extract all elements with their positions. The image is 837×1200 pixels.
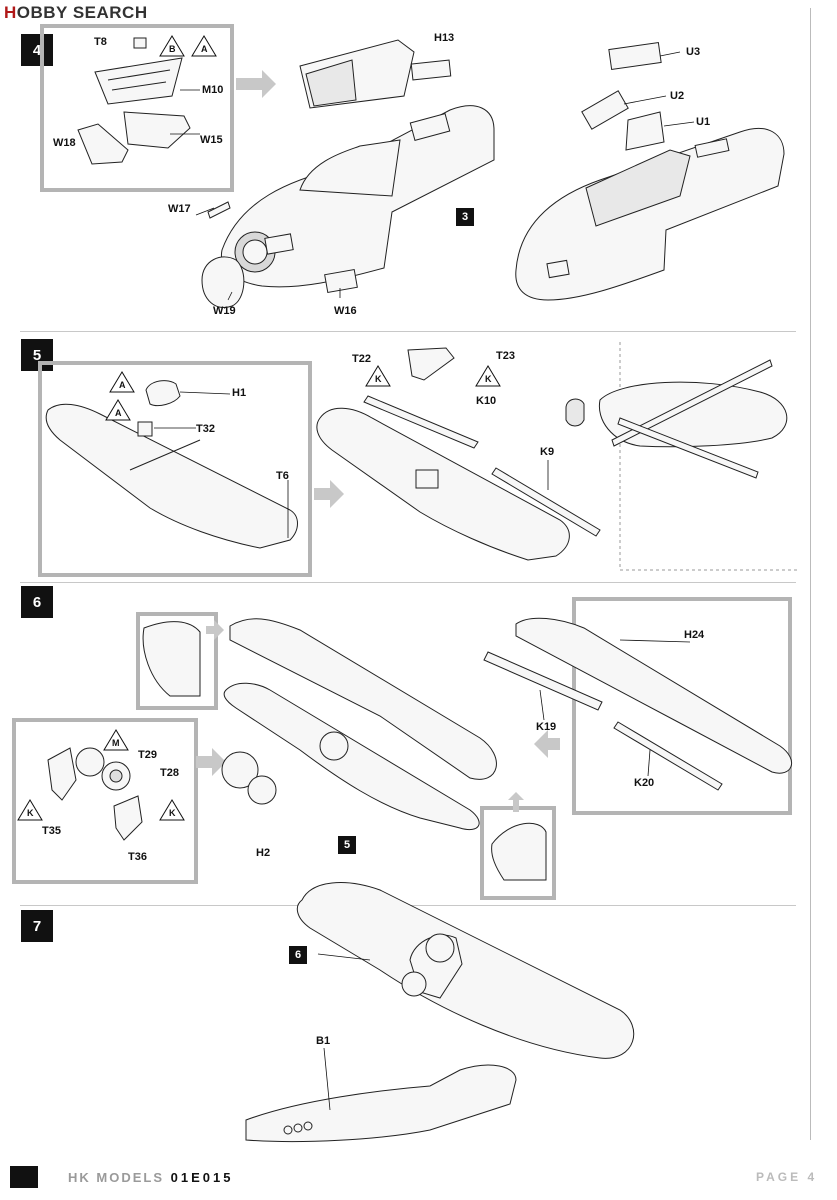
part-w17 [207,201,231,219]
step-number-6: 6 [21,586,53,618]
wing-upper-section6 [229,618,497,780]
page-number: PAGE 4 [756,1170,818,1184]
part-label-t8: T8 [94,36,107,48]
subassembly-box-wingtip [136,612,218,710]
step-ref-6: 6 [289,946,307,964]
cockpit-tub-part [94,57,183,105]
step-number-5: 5 [21,339,53,371]
part-label-h24: H24 [684,629,705,641]
part-label-h1: H1 [232,387,247,399]
marker-letter-k: K [485,374,492,384]
marker-letter-a: A [119,380,126,390]
wing-lower-left [45,403,298,549]
panel-part-w18 [77,123,129,165]
page-frame [8,8,811,1140]
marker-letter-k: K [27,808,34,818]
seat-part-w15 [123,111,191,149]
marker-letter-m: M [112,738,120,748]
wing-upper-middle [316,407,570,561]
subassembly-box-cockpit [40,24,234,192]
subassembly-box-landing-gear [12,718,198,884]
step-number-7: 7 [21,910,53,942]
site-watermark: HOBBY SEARCH [4,3,148,22]
part-u2 [581,90,629,130]
marker-triangle [159,799,185,821]
part-label-k20: K20 [634,777,655,789]
step-ref-3: 3 [456,208,474,226]
part-w16 [324,268,358,294]
part-h1 [145,380,181,407]
footer-product-code: HK MODELS 01E015 [68,1170,234,1185]
wheel-hub-t29 [75,747,105,777]
marker-triangle [105,399,131,421]
part-u3 [608,42,662,70]
wheel-assembly-h2 [221,751,259,789]
part-label-h13: H13 [434,32,455,44]
part-label-w17: W17 [168,203,191,215]
part-h13 [410,59,452,81]
aileron-k19 [483,651,603,711]
subassembly-box-aileron [572,597,792,815]
wingtip-left-detail [142,621,201,697]
part-label-w18: W18 [53,137,76,149]
marker-letter-a: A [115,408,122,418]
part-label-u1: U1 [696,116,711,128]
part-label-u3: U3 [686,46,701,58]
spar-k9 [491,467,601,537]
part-label-k19: K19 [536,721,557,733]
part-t8 [133,37,147,49]
brand-logo [10,1166,38,1188]
completed-wing [296,882,635,1059]
gear-leg-t35 [47,747,77,801]
wingtip-right-detail [491,822,547,881]
gear-leg-t36 [113,795,143,841]
nose-cone-w19 [201,256,245,308]
step-ref-5: 5 [338,836,356,854]
part-label-t29: T29 [138,749,157,761]
marker-letter-a: A [201,44,208,54]
part-u1 [625,111,665,151]
part-label-h2: H2 [256,847,271,859]
part-label-m10: M10 [202,84,224,96]
marker-triangle [109,371,135,393]
part-label-b1: B1 [316,1035,331,1047]
section-divider [20,582,796,583]
part-label-w19: W19 [213,305,236,317]
marker-letter-k: K [169,808,176,818]
marker-triangle [159,35,185,57]
step-number-4: 4 [21,34,53,66]
part-label-w16: W16 [334,305,357,317]
marker-triangle [365,365,391,387]
part-label-t28: T28 [160,767,179,779]
fuselage-rear-b1 [245,1064,517,1143]
part-t22-t23 [407,347,455,381]
marker-triangle [475,365,501,387]
part-label-w15: W15 [200,134,223,146]
part-t32 [137,421,153,437]
part-label-t23: T23 [496,350,515,362]
section-divider [20,331,796,332]
part-label-u2: U2 [670,90,685,102]
fuselage-nose-right [515,127,785,301]
spar-k10 [363,395,479,449]
marker-letter-b: B [169,44,176,54]
marker-triangle [103,729,129,751]
marker-letter-k: K [375,374,382,384]
wing-lower-section6 [223,682,480,830]
part-label-t22: T22 [352,353,371,365]
part-label-t36: T36 [128,851,147,863]
aileron-k20 [613,721,723,791]
part-label-k9: K9 [540,446,555,458]
part-label-k10: K10 [476,395,497,407]
part-label-t6: T6 [276,470,289,482]
marker-triangle [191,35,217,57]
marker-triangle [17,799,43,821]
part-label-t32: T32 [196,423,215,435]
subassembly-box-wing-upper [38,361,312,577]
part-label-t35: T35 [42,825,61,837]
wing-section-h24 [515,617,792,774]
